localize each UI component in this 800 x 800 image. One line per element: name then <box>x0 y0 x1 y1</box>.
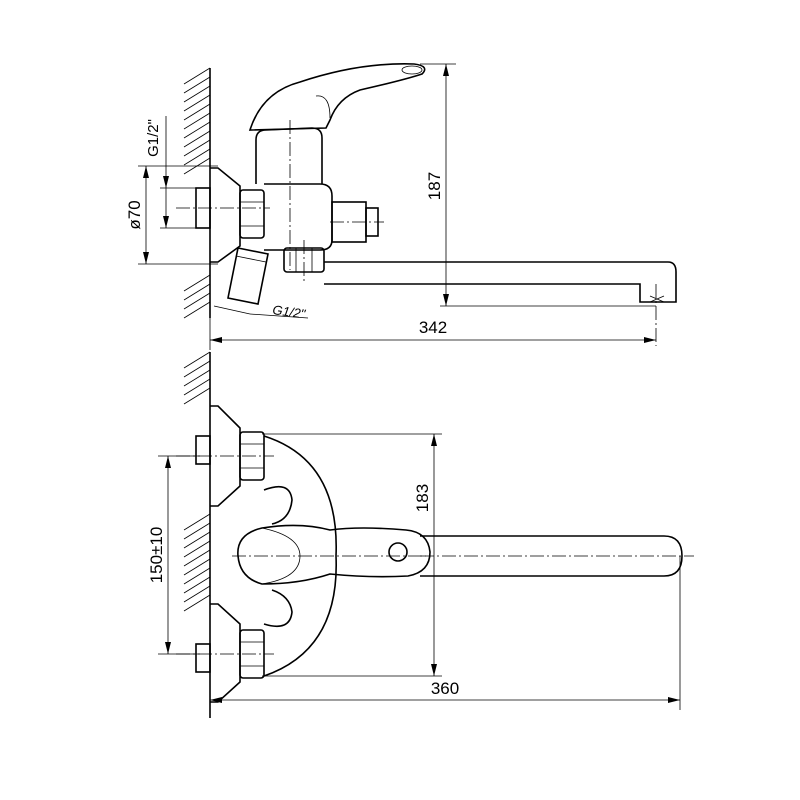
wall-top <box>183 67 211 319</box>
lever-handle-front <box>232 524 431 585</box>
wall-hatch-line <box>183 387 211 405</box>
lever-handle-top <box>248 63 426 131</box>
wall-hatch-line <box>183 540 211 558</box>
wall-hatch-line <box>183 274 211 292</box>
mixer-body-front <box>263 435 337 677</box>
wall-hatch-line <box>183 283 211 301</box>
dim-label-thread-outlet: G1/2" <box>272 302 308 322</box>
wall-hatch-line <box>183 121 211 139</box>
wall-hatch-line <box>183 103 211 121</box>
dim-label-thread-top: G1/2" <box>145 119 162 157</box>
mixer-body-top <box>264 183 333 251</box>
wall-hatch-line <box>183 130 211 148</box>
dim-thread-outlet: G1/2" <box>249 302 309 322</box>
spout-nut-top <box>283 240 325 282</box>
dim-span-183: 183 <box>262 433 442 677</box>
hex-nut-top <box>239 189 265 239</box>
dim-label-360: 360 <box>431 679 459 698</box>
dim-diameter-70: ø70 <box>125 165 218 265</box>
wall-hatch-line <box>183 522 211 540</box>
upper-eccentric <box>176 405 274 507</box>
wall-hatch-line <box>183 594 211 612</box>
dim-label-diameter: ø70 <box>125 200 144 229</box>
dim-thread-top: G1/2" <box>145 116 198 229</box>
dim-label-183: 183 <box>413 484 432 512</box>
diverter-connector-top <box>330 201 384 243</box>
front-view: 183 150±10 360 <box>147 351 694 718</box>
wall-hatch-line <box>183 139 211 157</box>
wall-hatch-line <box>183 292 211 310</box>
dim-label-187: 187 <box>425 172 444 200</box>
wall-hatch-line <box>183 567 211 585</box>
dim-label-342: 342 <box>419 318 447 337</box>
dim-label-150: 150±10 <box>147 527 166 584</box>
wall-hatch-line <box>183 351 211 369</box>
wall-hatch-line <box>183 360 211 378</box>
wall-hatch-line <box>183 76 211 94</box>
lower-eccentric <box>176 603 274 703</box>
spout-front <box>420 535 683 577</box>
wall-hatch-line <box>183 369 211 387</box>
wall-hatch-line <box>183 549 211 567</box>
dim-length-360: 360 <box>210 679 680 703</box>
dim-centers-150: 150±10 <box>147 455 200 655</box>
dim-height-187: 187 <box>420 63 656 307</box>
side-view: 187 342 ø70 G1/2" <box>125 63 677 350</box>
wall-hatch-line <box>183 531 211 549</box>
dim-length-342: 342 <box>209 318 656 350</box>
wall-hatch-line <box>183 513 211 531</box>
wall-hatch-line <box>183 112 211 130</box>
wall-hatch-line <box>183 85 211 103</box>
wall-bottom <box>183 351 211 718</box>
spout-top <box>324 261 677 303</box>
wall-hatch-line <box>183 558 211 576</box>
wall-hatch-line <box>183 585 211 603</box>
wall-hatch-line <box>183 94 211 112</box>
wall-hatch-line <box>183 576 211 594</box>
wall-flange-top <box>210 167 241 263</box>
wall-hatch-line <box>183 148 211 166</box>
wall-hatch-line <box>183 301 211 319</box>
inlet-elbow-top <box>227 247 269 305</box>
wall-hatch-line <box>183 67 211 85</box>
wall-hatch-line <box>183 378 211 396</box>
